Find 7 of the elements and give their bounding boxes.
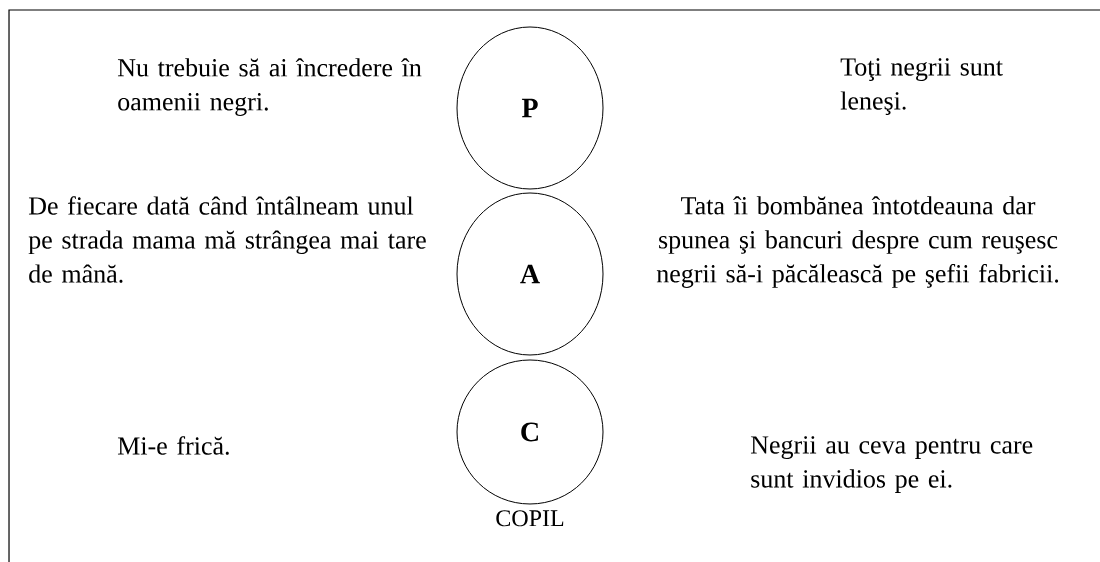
statement-text: De fiecare dată când întâlneam unul pe strada mama mă strângea mai tare de mână. (28, 196, 426, 283)
statement-text: Mi-e frică. (117, 436, 229, 455)
statement-text: Nu trebuie să ai încredere în oamenii negri. (117, 58, 422, 116)
statement-text: Negrii au ceva pentru care sunt invidios pe ei. (750, 436, 1033, 493)
statement-text: Toţi negrii sunt leneşi. (840, 58, 1003, 115)
statement-text: Tata îi bombănea întotdeauna dar spunea şi bancuri despre cum reuşesc negrii să-i păcălească pe şefii fabricii. (656, 196, 1059, 288)
node-label: COPIL (496, 510, 564, 527)
